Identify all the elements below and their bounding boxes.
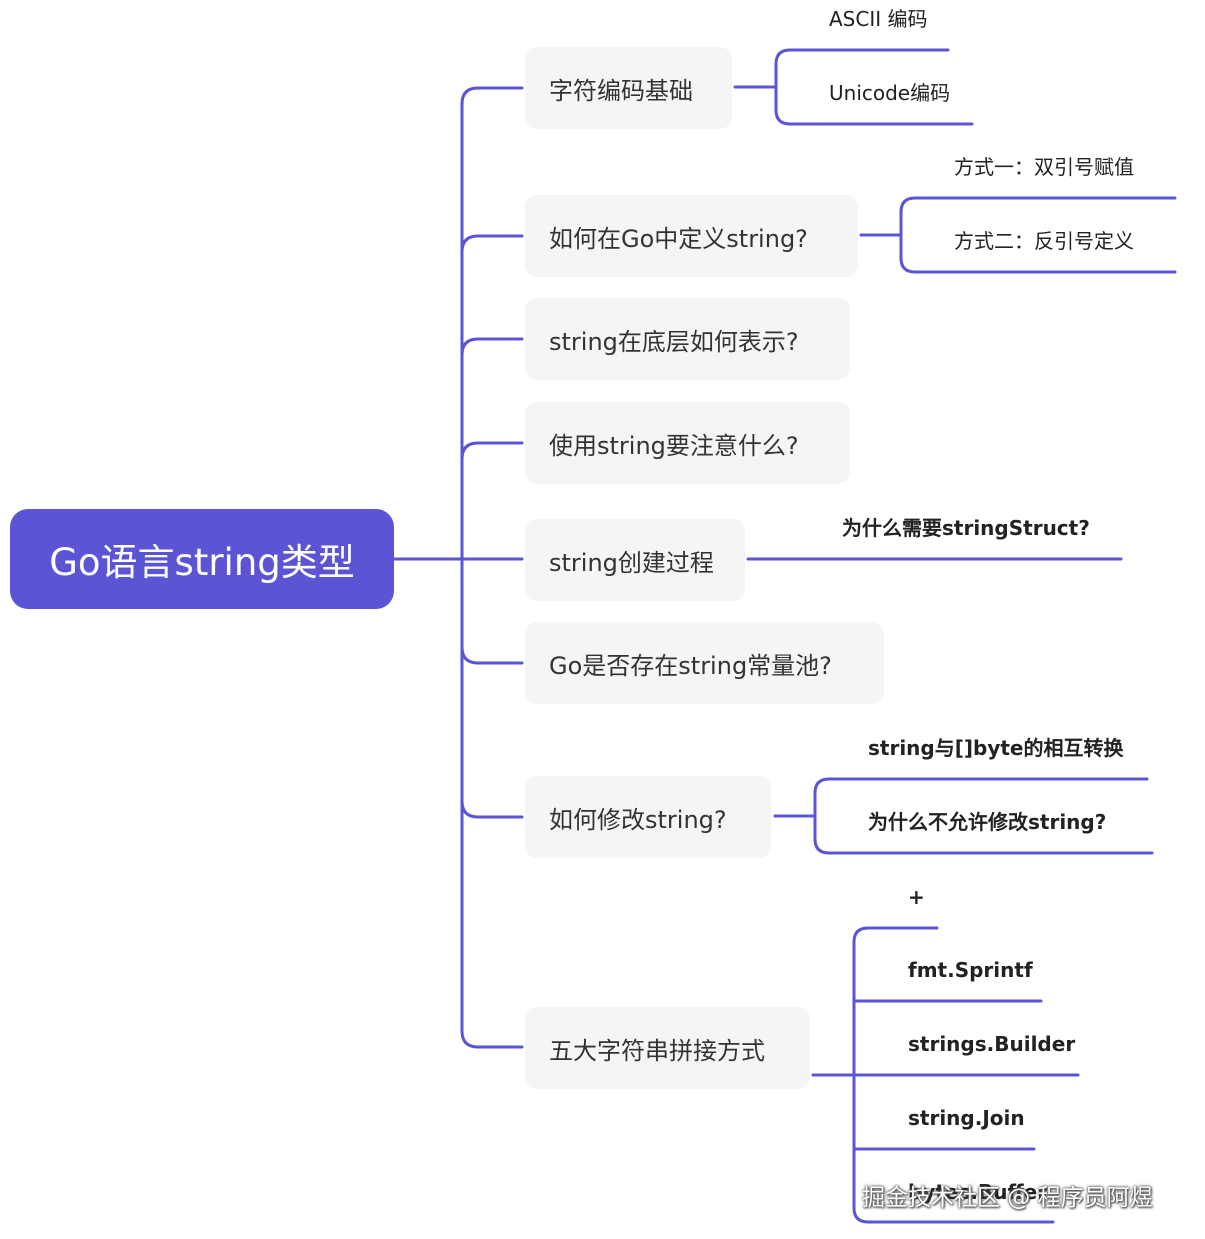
leaf-ascii[interactable]: ASCII 编码 (829, 7, 928, 31)
modify-underline-0 (813, 777, 1149, 795)
branch-connector-7 (460, 1029, 524, 1049)
modify-underline-1 (813, 837, 1154, 855)
branch-connector-1 (460, 234, 524, 254)
define-underline-1 (899, 256, 1177, 274)
concat-underline-4 (852, 1206, 1055, 1224)
watermark: 掘金技术社区 @ 程序员阿煜 (862, 1185, 1153, 1211)
leaf-unicode[interactable]: Unicode编码 (829, 81, 951, 105)
leaf-string-join[interactable]: string.Join (908, 1106, 1025, 1130)
encoding-underline-1 (774, 108, 974, 126)
define-underline-0 (899, 196, 1177, 214)
root-node[interactable]: Go语言string类型 (10, 509, 394, 609)
leaf-fmt-sprintf[interactable]: fmt.Sprintf (908, 958, 1033, 982)
leaf-double-quote[interactable]: 方式一：双引号赋值 (954, 155, 1134, 179)
branch-encoding-basics[interactable]: 字符编码基础 (525, 47, 732, 129)
branch-connector-3 (460, 441, 524, 461)
leaf-strings-builder[interactable]: strings.Builder (908, 1032, 1076, 1056)
branch-connector-2 (460, 337, 524, 357)
concat-underline-0 (852, 926, 939, 944)
leaf-why-immutable[interactable]: 为什么不允许修改string? (868, 810, 1107, 834)
branch-define-string[interactable]: 如何在Go中定义string? (525, 195, 858, 277)
branch-underlying-representation[interactable]: string在底层如何表示? (525, 298, 850, 380)
branch-connector-0 (460, 86, 524, 106)
leaf-bytes-buffer[interactable]: bytes.Buffer (908, 1180, 1048, 1204)
branch-modify-string[interactable]: 如何修改string? (525, 776, 771, 858)
branch-concatenation[interactable]: 五大字符串拼接方式 (525, 1007, 810, 1089)
encoding-underline-0 (774, 48, 950, 66)
branch-usage-notes[interactable]: 使用string要注意什么? (525, 402, 850, 484)
leaf-backquote[interactable]: 方式二：反引号定义 (954, 229, 1134, 253)
branch-connector-6 (460, 799, 524, 819)
branch-connector-5 (460, 645, 524, 665)
leaf-plus[interactable]: + (908, 885, 925, 909)
leaf-stringstruct[interactable]: 为什么需要stringStruct? (842, 516, 1090, 540)
branch-constant-pool[interactable]: Go是否存在string常量池? (525, 622, 884, 704)
branch-creation-process[interactable]: string创建过程 (525, 519, 745, 601)
leaf-byte-conversion[interactable]: string与[]byte的相互转换 (868, 736, 1124, 760)
